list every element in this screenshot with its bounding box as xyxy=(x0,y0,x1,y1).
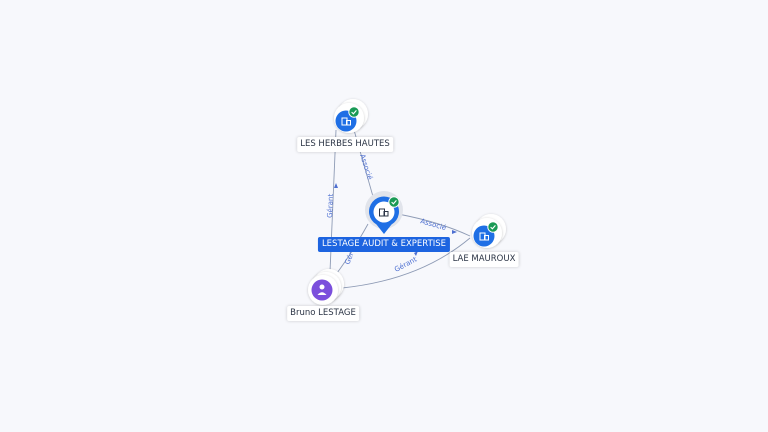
node-bruno-lestage[interactable] xyxy=(308,269,344,305)
node-lae-mauroux[interactable] xyxy=(472,214,506,248)
edge-bruno-lae[interactable] xyxy=(341,237,471,289)
person-icon xyxy=(317,284,327,295)
check-badge-icon xyxy=(348,106,360,118)
node-label-bruno-lestage[interactable]: Bruno LESTAGE xyxy=(287,306,359,321)
building-icon xyxy=(479,232,489,241)
check-badge-icon xyxy=(388,196,400,208)
edge-label: Gér xyxy=(343,251,355,266)
node-label-lestage-audit-expertise[interactable]: LESTAGE AUDIT & EXPERTISE xyxy=(317,237,451,252)
check-badge-icon xyxy=(487,221,499,233)
arrow-head xyxy=(452,230,457,234)
edge-lestage-lae[interactable] xyxy=(397,213,471,237)
edge-label: Associé xyxy=(419,217,447,232)
building-icon xyxy=(341,117,351,126)
node-les-herbes-hautes[interactable] xyxy=(334,99,368,133)
arrow-head xyxy=(414,251,418,256)
edge-label: Associé xyxy=(358,153,374,181)
node-lestage-audit-expertise[interactable] xyxy=(365,191,403,234)
building-icon xyxy=(379,208,389,217)
node-label-lae-mauroux[interactable]: LAE MAUROUX xyxy=(449,252,519,267)
node-label-les-herbes-hautes[interactable]: LES HERBES HAUTES xyxy=(297,137,393,152)
arrow-head xyxy=(334,183,338,188)
person-node-circle xyxy=(311,279,333,301)
edge-label: Gérant xyxy=(326,193,335,218)
